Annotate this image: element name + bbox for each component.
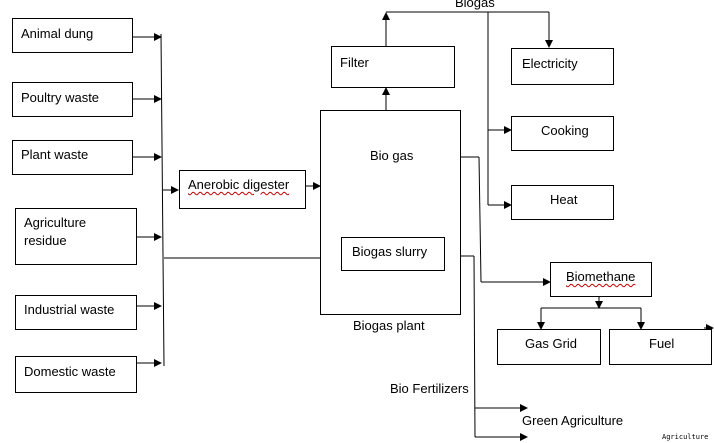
gas-grid-box: Gas Grid [497,329,601,365]
poultry-waste-box: Poultry waste [12,82,133,117]
biogas-top-label: Biogas [455,0,495,10]
filter-box: Filter [331,46,455,88]
electricity-label: Electricity [522,56,578,71]
agriculture-residue-label-line2: residue [24,233,67,248]
cooking-label: Cooking [541,123,589,138]
biomethane-box: Biomethane [550,262,652,297]
fuel-box: Fuel [609,329,712,365]
gas-grid-label: Gas Grid [525,336,578,351]
domestic-waste-label: Domestic waste [24,364,116,379]
industrial-waste-label: Industrial waste [24,302,115,317]
anaerobic-digester-label: Anerobic digester [188,177,290,192]
heat-label: Heat [550,192,578,207]
cooking-box: Cooking [511,116,614,151]
domestic-waste-box: Domestic waste [15,356,137,393]
agriculture-residue-label-line1: Agriculture [24,215,87,230]
electricity-box: Electricity [511,48,614,85]
biogas-slurry-box: Biogas slurry [341,237,445,271]
animal-dung-label: Animal dung [21,26,94,41]
agriculture-residue-box: Agriculture residue [15,208,137,265]
plant-waste-box: Plant waste [12,140,133,175]
heat-box: Heat [511,185,614,220]
biomethane-label: Biomethane [566,269,636,284]
fuel-label: Fuel [649,336,675,351]
anaerobic-digester-box: Anerobic digester [179,170,306,209]
bio-gas-label: Bio gas [370,148,414,163]
poultry-waste-label: Poultry waste [21,90,100,105]
biogas-slurry-label: Biogas slurry [352,244,428,259]
plant-waste-label: Plant waste [21,147,89,162]
green-agriculture-label: Green Agriculture [522,413,624,428]
biogas-plant-label: Biogas plant [353,318,425,333]
bio-fertilizers-label: Bio Fertilizers [390,381,469,396]
footer-tag: Agriculture [662,433,709,441]
animal-dung-box: Animal dung [12,18,133,53]
biogas-plant-box [320,110,461,315]
industrial-waste-box: Industrial waste [15,295,137,330]
filter-label: Filter [340,55,369,70]
